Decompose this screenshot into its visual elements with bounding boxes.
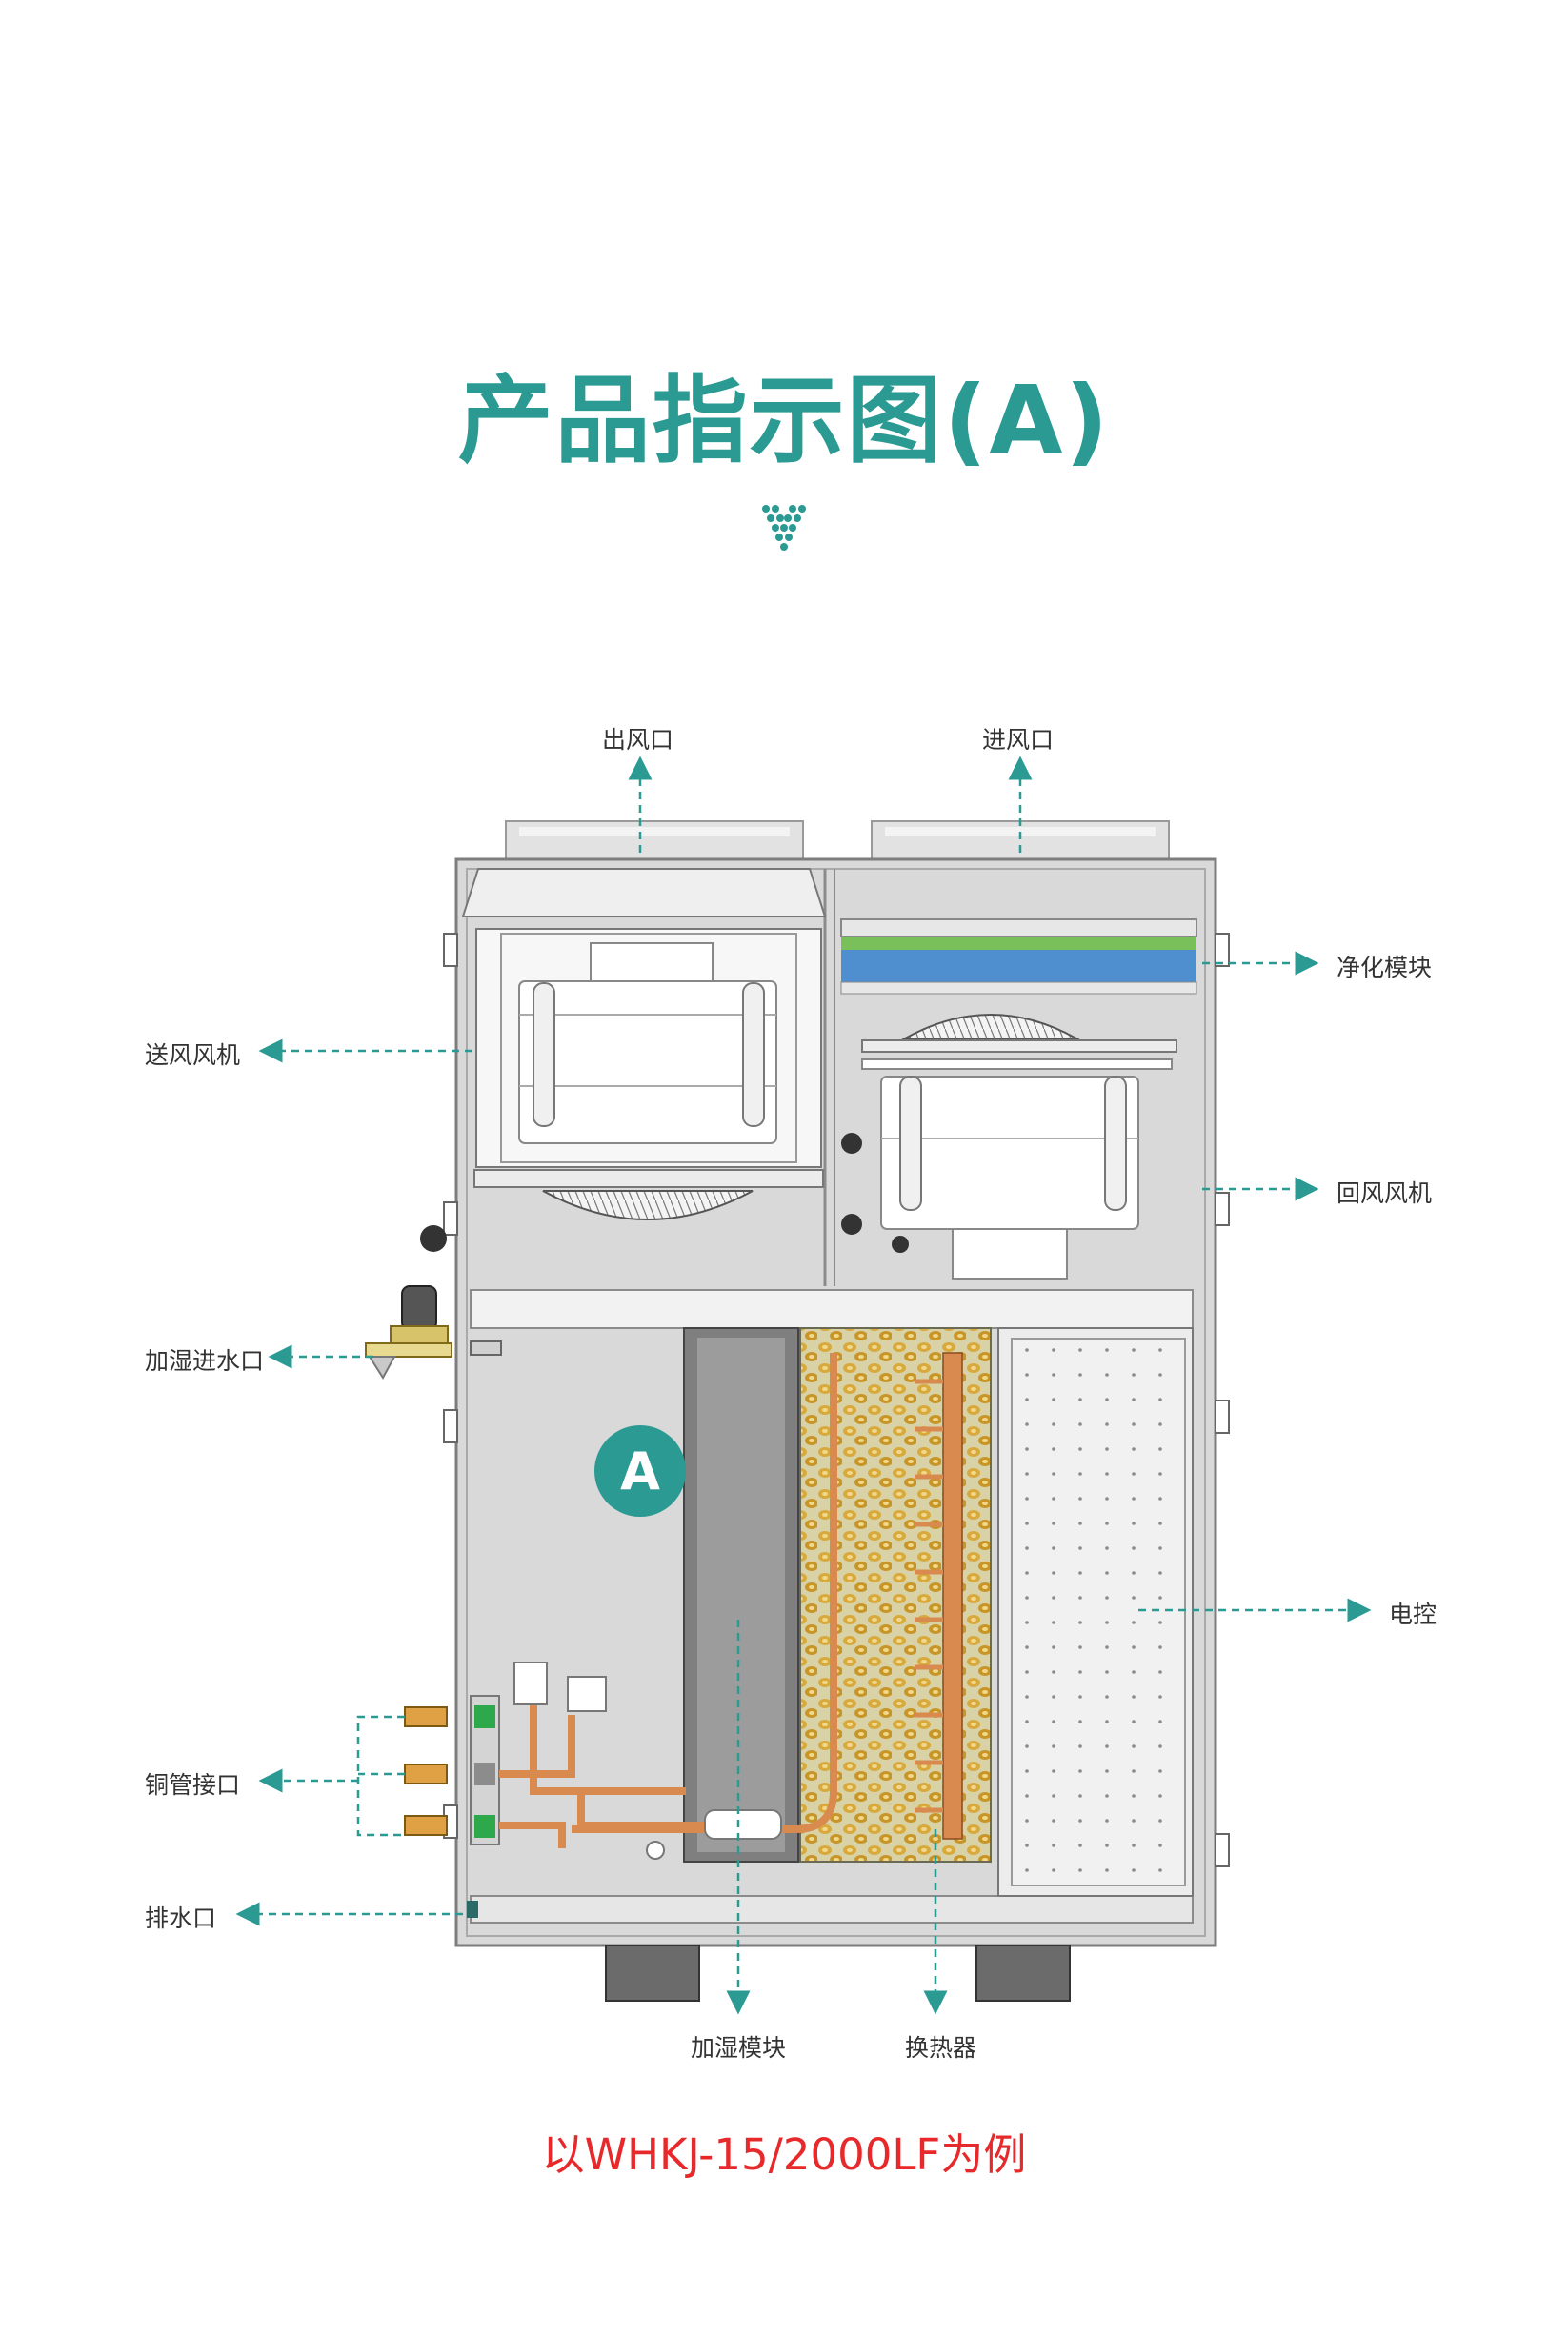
label-exchanger: 换热器	[905, 2034, 977, 2062]
heat-exchanger	[572, 1327, 992, 1863]
inlet-collar	[871, 820, 1170, 860]
label-inlet: 进风口	[982, 726, 1055, 754]
water-inlet-valve	[365, 1225, 502, 1380]
model-caption: 以WHKJ-15/2000LF为例	[541, 2129, 1027, 2180]
purification-module	[840, 918, 1197, 995]
label-purify: 净化模块	[1337, 954, 1433, 981]
leader-copper-bracket	[356, 1715, 405, 1837]
label-outlet: 出风口	[602, 726, 674, 754]
section-badge: A	[594, 1425, 686, 1517]
label-humidifier: 加湿模块	[691, 2034, 787, 2062]
copper-pipes	[404, 1662, 782, 1918]
return-fan	[841, 1014, 1177, 1280]
badge-letter: A	[620, 1441, 660, 1502]
electric-control-cabinet	[997, 1327, 1194, 1897]
label-water-in: 加湿进水口	[145, 1347, 265, 1375]
humidifier-module	[683, 1327, 799, 1863]
label-supply-fan: 送风风机	[145, 1041, 241, 1069]
label-return-fan: 回风风机	[1337, 1179, 1433, 1207]
outlet-collar	[505, 820, 804, 860]
label-control: 电控	[1389, 1601, 1437, 1628]
diamond-dot-logo-icon	[762, 505, 806, 551]
supply-fan	[461, 868, 827, 1220]
label-copper-port: 铜管接口	[145, 1771, 241, 1799]
page-title: 产品指示图(A)	[457, 365, 1111, 476]
label-drain: 排水口	[145, 1905, 217, 1932]
